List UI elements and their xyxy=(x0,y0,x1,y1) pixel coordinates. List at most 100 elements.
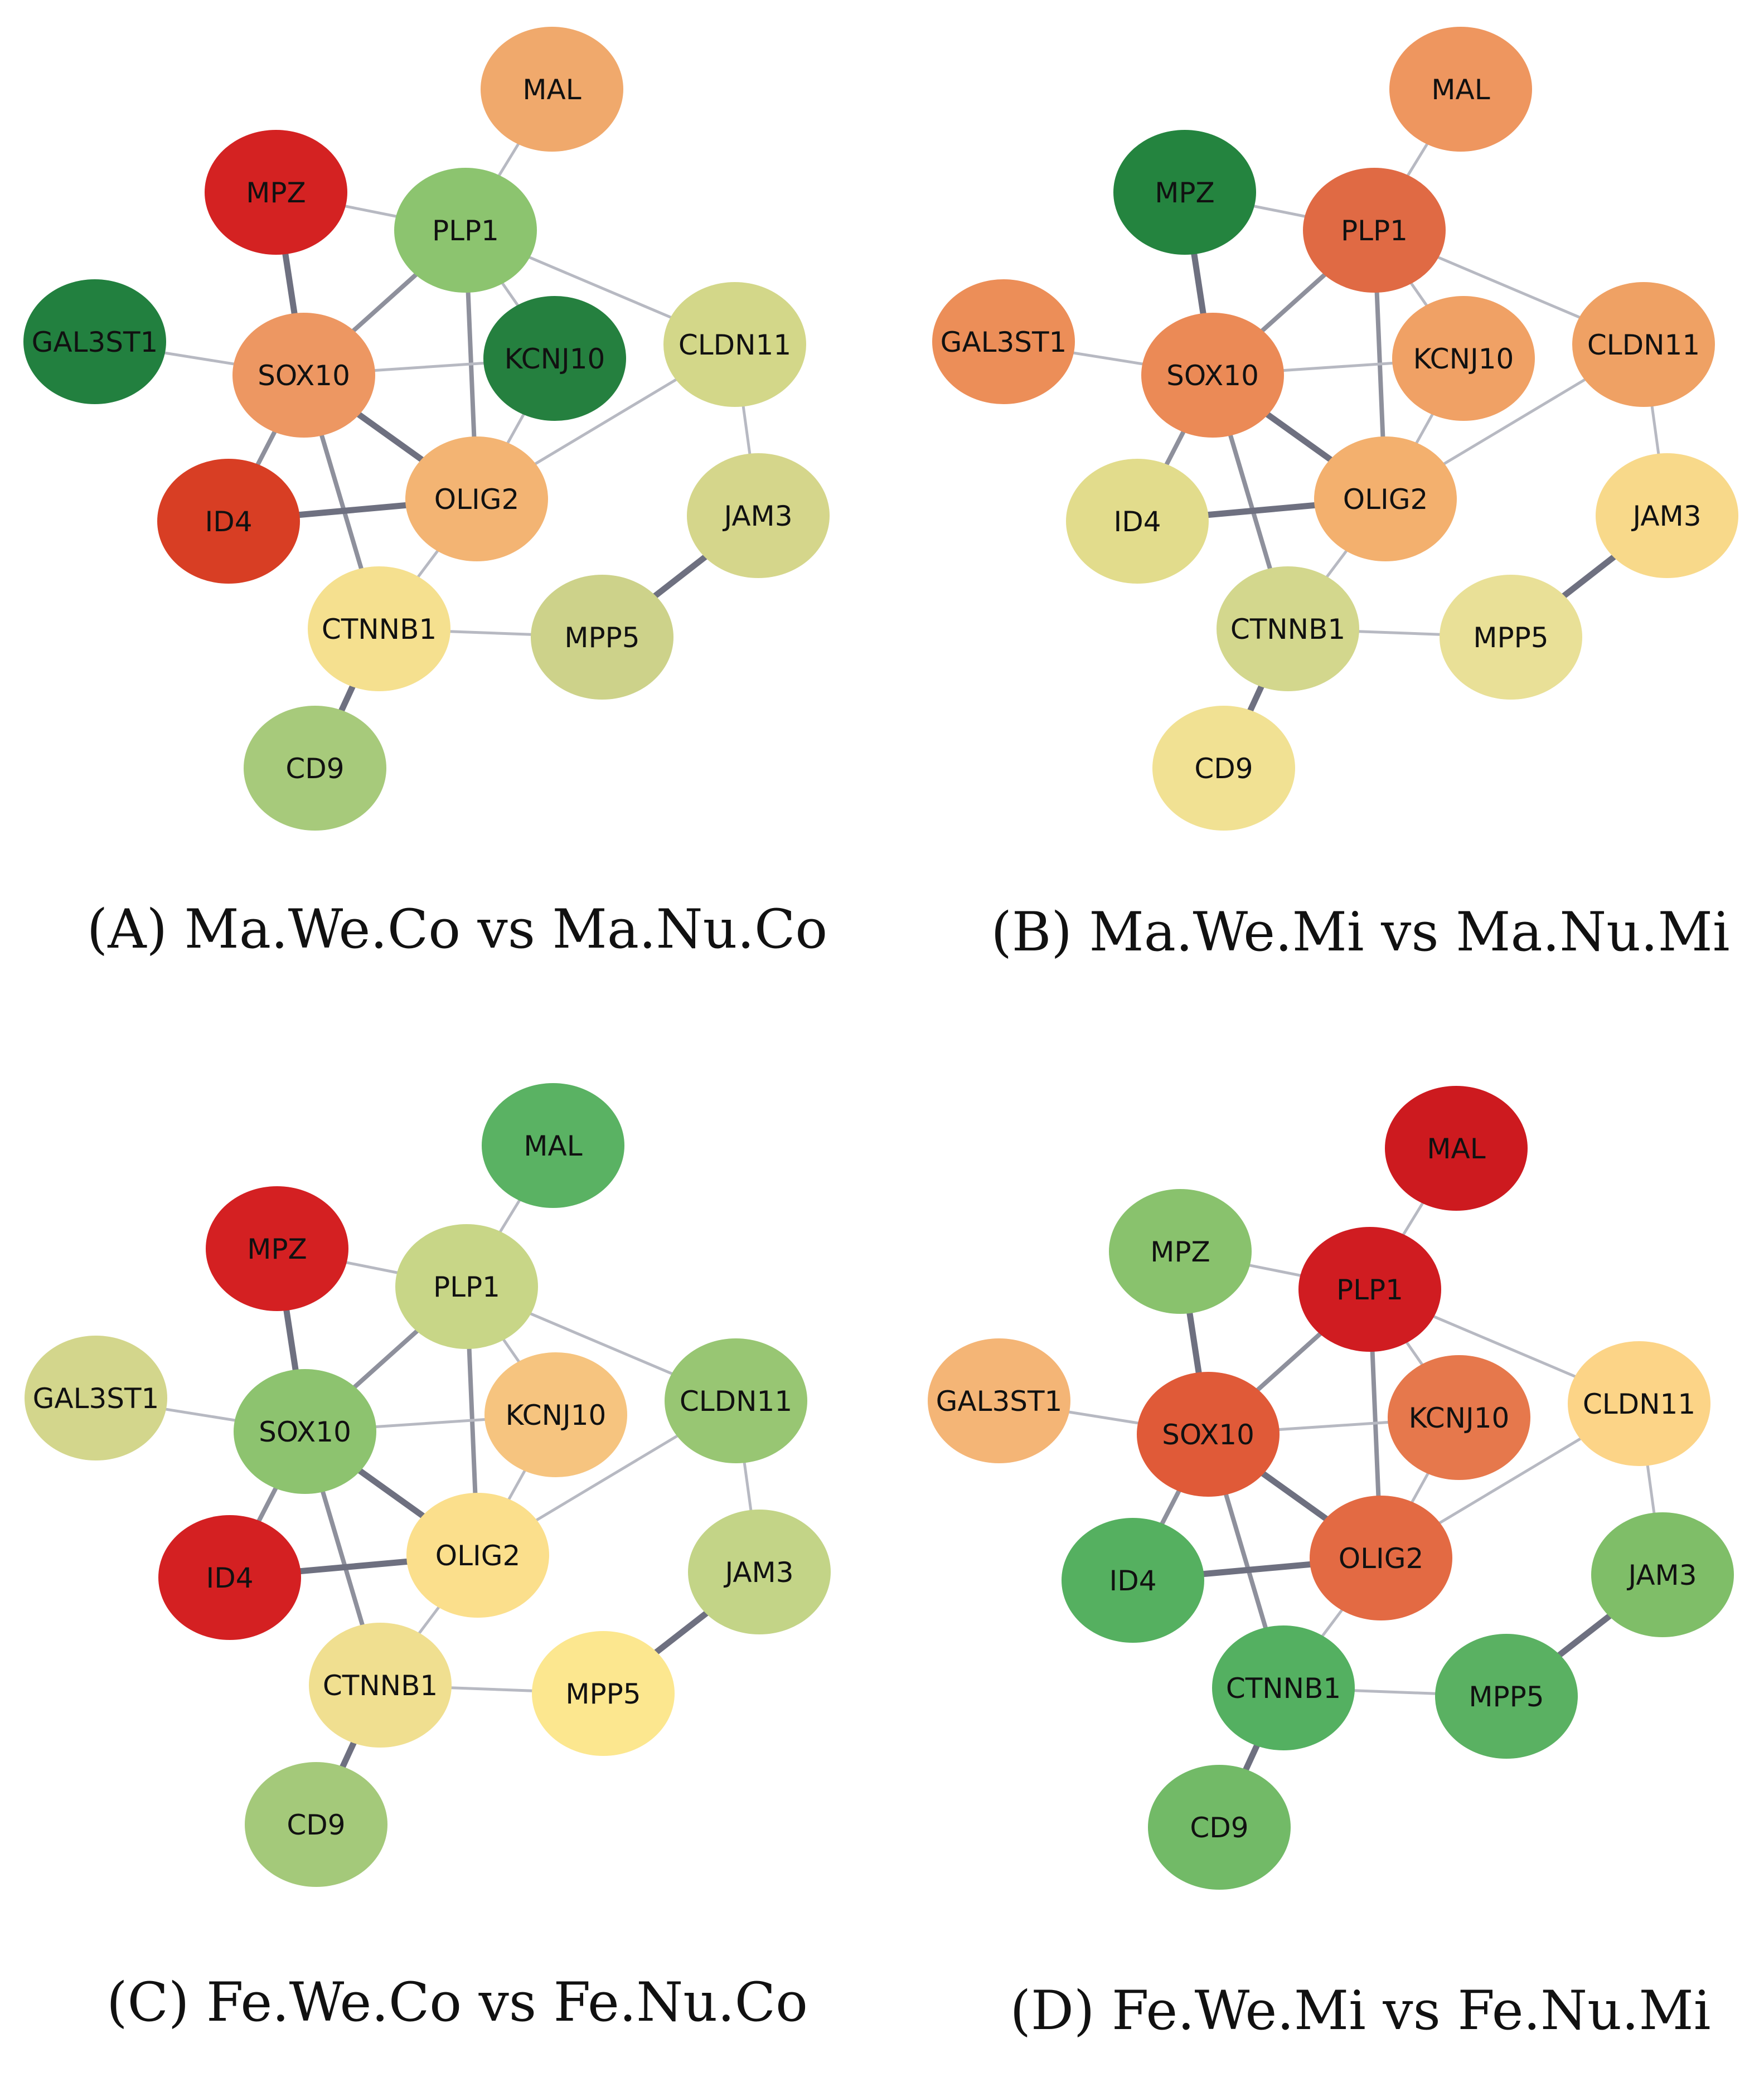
node-olig2-shape xyxy=(405,436,548,561)
node-sox10[interactable]: SOX10 xyxy=(1141,313,1284,438)
node-sox10[interactable]: SOX10 xyxy=(1137,1372,1280,1497)
node-olig2[interactable]: OLIG2 xyxy=(405,436,548,561)
node-cldn11[interactable]: CLDN11 xyxy=(1572,282,1715,407)
node-mpz-shape xyxy=(1109,1189,1252,1314)
node-olig2-label: OLIG2 xyxy=(434,483,520,516)
node-kcnj10[interactable]: KCNJ10 xyxy=(484,1352,627,1477)
node-jam3[interactable]: JAM3 xyxy=(1596,453,1738,578)
node-id4[interactable]: ID4 xyxy=(158,1515,301,1640)
node-cd9-label: CD9 xyxy=(1190,1812,1248,1844)
node-sox10-shape xyxy=(234,1369,376,1494)
node-plp1[interactable]: PLP1 xyxy=(395,1224,538,1349)
node-mpp5-shape xyxy=(532,1631,675,1756)
node-ctnnb1[interactable]: CTNNB1 xyxy=(1212,1625,1355,1750)
node-gal3st1[interactable]: GAL3ST1 xyxy=(932,279,1075,404)
node-mal[interactable]: MAL xyxy=(481,27,623,152)
node-mpz-shape xyxy=(1113,130,1256,255)
node-mpz[interactable]: MPZ xyxy=(205,130,347,255)
node-id4[interactable]: ID4 xyxy=(1066,459,1209,584)
node-ctnnb1-shape xyxy=(1212,1625,1355,1750)
node-mpz-shape xyxy=(206,1186,348,1311)
node-olig2-shape xyxy=(406,1493,549,1618)
node-mal-shape xyxy=(1389,27,1532,152)
node-cd9[interactable]: CD9 xyxy=(1148,1765,1291,1890)
node-kcnj10-shape xyxy=(1388,1355,1530,1480)
node-cldn11[interactable]: CLDN11 xyxy=(663,282,806,407)
node-mal[interactable]: MAL xyxy=(1389,27,1532,152)
node-mpp5-label: MPP5 xyxy=(565,1678,641,1710)
node-ctnnb1[interactable]: CTNNB1 xyxy=(308,566,450,691)
node-mal-label: MAL xyxy=(524,1130,582,1162)
node-id4[interactable]: ID4 xyxy=(157,459,300,584)
node-mpp5-label: MPP5 xyxy=(1469,1681,1544,1713)
node-mpp5[interactable]: MPP5 xyxy=(531,575,673,700)
node-gal3st1-shape xyxy=(23,279,166,404)
node-mal-shape xyxy=(482,1083,624,1208)
node-olig2[interactable]: OLIG2 xyxy=(406,1493,549,1618)
node-olig2-shape xyxy=(1310,1496,1452,1620)
node-plp1[interactable]: PLP1 xyxy=(394,168,537,293)
node-ctnnb1[interactable]: CTNNB1 xyxy=(309,1623,452,1748)
node-sox10[interactable]: SOX10 xyxy=(232,313,375,438)
node-id4[interactable]: ID4 xyxy=(1062,1518,1204,1643)
node-kcnj10[interactable]: KCNJ10 xyxy=(1392,296,1535,421)
node-plp1-shape xyxy=(1298,1227,1441,1352)
node-gal3st1[interactable]: GAL3ST1 xyxy=(25,1336,167,1460)
node-mal-shape xyxy=(1385,1086,1528,1211)
node-gal3st1-shape xyxy=(932,279,1075,404)
node-sox10-shape xyxy=(232,313,375,438)
panel-d-caption: (D) Fe.We.Mi vs Fe.Nu.Mi xyxy=(1010,1979,1711,2042)
node-olig2-label: OLIG2 xyxy=(435,1540,521,1572)
node-mpp5-label: MPP5 xyxy=(1473,622,1548,654)
node-kcnj10[interactable]: KCNJ10 xyxy=(483,296,626,421)
node-plp1-label: PLP1 xyxy=(433,1271,500,1303)
node-sox10-shape xyxy=(1137,1372,1280,1497)
node-jam3-shape xyxy=(1591,1512,1734,1637)
node-cd9[interactable]: CD9 xyxy=(1152,706,1295,831)
node-sox10-label: SOX10 xyxy=(258,360,350,392)
node-mpz-label: MPZ xyxy=(1155,177,1215,209)
node-olig2[interactable]: OLIG2 xyxy=(1314,436,1457,561)
node-sox10[interactable]: SOX10 xyxy=(234,1369,376,1494)
node-gal3st1-label: GAL3ST1 xyxy=(32,326,158,358)
node-mpp5[interactable]: MPP5 xyxy=(1440,575,1582,700)
node-jam3[interactable]: JAM3 xyxy=(1591,1512,1734,1637)
node-mpz[interactable]: MPZ xyxy=(1109,1189,1252,1314)
node-ctnnb1-shape xyxy=(308,566,450,691)
node-mpp5[interactable]: MPP5 xyxy=(1435,1634,1578,1759)
node-gal3st1[interactable]: GAL3ST1 xyxy=(23,279,166,404)
node-cldn11[interactable]: CLDN11 xyxy=(665,1338,807,1463)
node-ctnnb1[interactable]: CTNNB1 xyxy=(1217,566,1359,691)
node-mpp5[interactable]: MPP5 xyxy=(532,1631,675,1756)
node-cldn11-shape xyxy=(665,1338,807,1463)
node-cldn11[interactable]: CLDN11 xyxy=(1568,1341,1710,1466)
node-gal3st1-label: GAL3ST1 xyxy=(33,1382,159,1415)
node-plp1-shape xyxy=(1303,168,1446,293)
node-kcnj10-shape xyxy=(483,296,626,421)
node-cldn11-label: CLDN11 xyxy=(1587,329,1700,361)
node-kcnj10[interactable]: KCNJ10 xyxy=(1388,1355,1530,1480)
node-plp1[interactable]: PLP1 xyxy=(1303,168,1446,293)
node-mpz[interactable]: MPZ xyxy=(206,1186,348,1311)
node-jam3[interactable]: JAM3 xyxy=(688,1510,831,1634)
node-id4-shape xyxy=(1062,1518,1204,1643)
node-mal[interactable]: MAL xyxy=(1385,1086,1528,1211)
node-cd9[interactable]: CD9 xyxy=(244,706,386,831)
node-jam3-label: JAM3 xyxy=(1626,1559,1697,1591)
node-cldn11-label: CLDN11 xyxy=(680,1385,792,1418)
node-id4-shape xyxy=(158,1515,301,1640)
node-gal3st1[interactable]: GAL3ST1 xyxy=(928,1338,1070,1463)
node-jam3[interactable]: JAM3 xyxy=(687,453,830,578)
node-cd9[interactable]: CD9 xyxy=(245,1762,387,1887)
node-mpz[interactable]: MPZ xyxy=(1113,130,1256,255)
node-jam3-label: JAM3 xyxy=(723,1556,793,1589)
node-sox10-label: SOX10 xyxy=(1166,360,1259,392)
node-kcnj10-shape xyxy=(484,1352,627,1477)
node-mal[interactable]: MAL xyxy=(482,1083,624,1208)
node-plp1-shape xyxy=(395,1224,538,1349)
node-mpp5-shape xyxy=(1440,575,1582,700)
node-plp1[interactable]: PLP1 xyxy=(1298,1227,1441,1352)
node-olig2[interactable]: OLIG2 xyxy=(1310,1496,1452,1620)
node-plp1-shape xyxy=(394,168,537,293)
